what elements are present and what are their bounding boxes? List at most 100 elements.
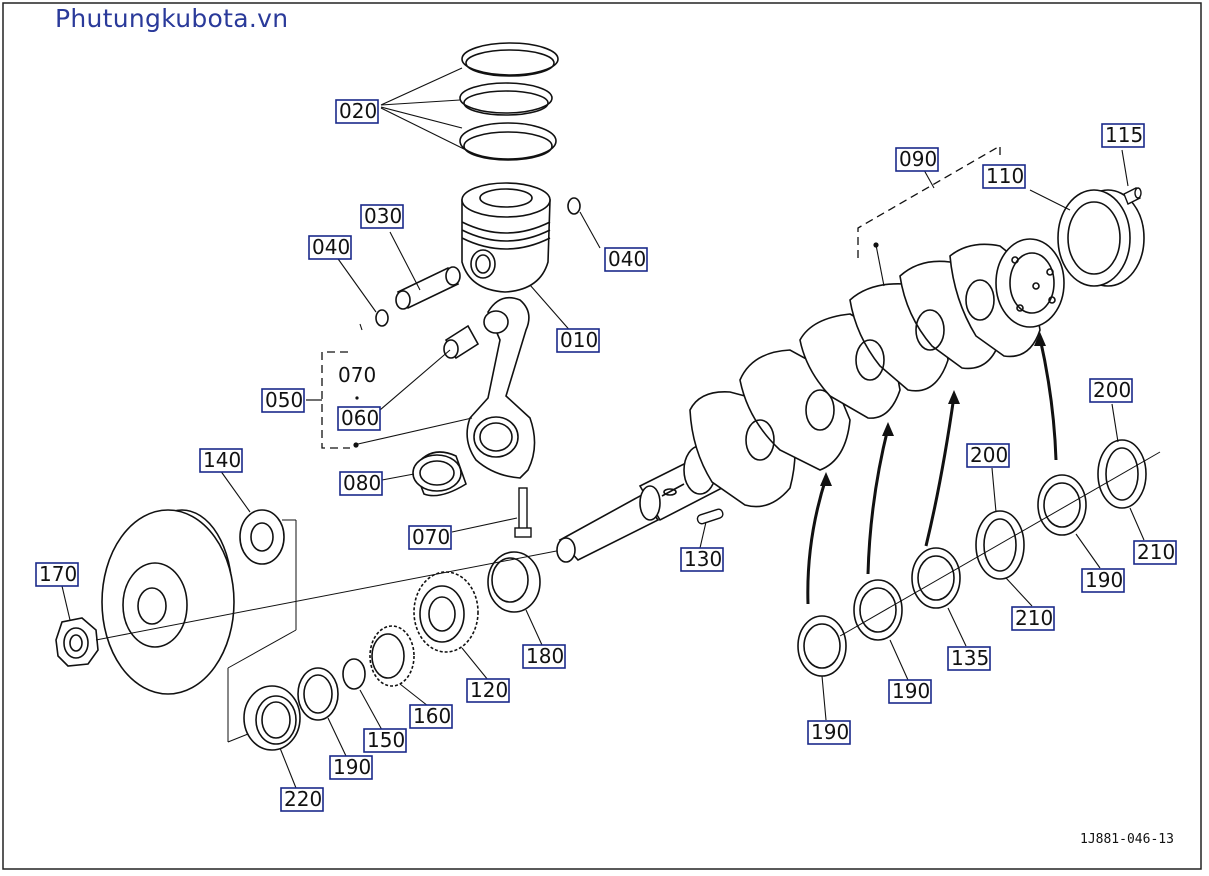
callout-010: 010 [556, 328, 600, 353]
callout-130: 130 [680, 547, 724, 572]
front-leader-lines [61, 469, 543, 789]
key-130-drawing [696, 508, 724, 525]
con-rod-bearing-drawing [412, 451, 467, 497]
assembly-dot [353, 442, 359, 448]
callout-box [1011, 606, 1055, 631]
callout-text: 060 [341, 406, 379, 430]
callout-150: 150 [363, 728, 407, 753]
callout-box [363, 728, 407, 753]
pulley-nut-drawing [55, 617, 99, 667]
callout-190: 190 [329, 755, 373, 780]
callout-text: 040 [312, 235, 350, 259]
callout-110: 110 [982, 164, 1026, 189]
crankshaft-drawing [556, 238, 1065, 563]
callout-text: 220 [284, 787, 322, 811]
rear-oil-seal-drawing [1057, 189, 1145, 287]
callout-text: 010 [560, 328, 598, 352]
callout-text: 140 [203, 448, 241, 472]
shaft-centerline [95, 547, 573, 641]
callout-120: 120 [466, 678, 510, 703]
front-stack-bracket [227, 519, 297, 743]
callout-text: 190 [1085, 568, 1123, 592]
circlip-drawing [375, 197, 581, 327]
callout-170: 170 [35, 562, 79, 587]
gear-135-drawing [369, 625, 415, 687]
callout-box [466, 678, 510, 703]
callout-box [408, 525, 452, 550]
drawing-code: 1J881-046-13 [1080, 832, 1174, 847]
callout-200: 200 [1089, 378, 1133, 403]
callout-text: 090 [899, 147, 937, 171]
collar-150-drawing [297, 667, 339, 721]
callout-box [1081, 568, 1125, 593]
connecting-rod-drawing [466, 296, 536, 479]
crank-assembly-bracket [857, 144, 1001, 258]
callout-080: 080 [339, 471, 383, 496]
callout-box [335, 99, 379, 124]
callout-text: 210 [1015, 606, 1053, 630]
callout-text: 200 [970, 443, 1008, 467]
callout-box [947, 646, 991, 671]
callout-box [966, 443, 1010, 468]
callout-box [329, 755, 373, 780]
callout-060: 060 [337, 406, 381, 431]
con-rod-bolt-drawing [514, 487, 532, 538]
crank-pulley-drawing [101, 509, 235, 695]
callout-text: 135 [951, 646, 989, 670]
callout-220: 220 [280, 787, 324, 812]
callout-box [360, 204, 404, 229]
callout-box [982, 164, 1026, 189]
callout-text: 160 [413, 704, 451, 728]
callout-box [556, 328, 600, 353]
callout-020: 020 [335, 99, 379, 124]
callout-text: 190 [892, 679, 930, 703]
callout-box [199, 448, 243, 473]
callout-030: 030 [360, 204, 404, 229]
callout-190: 190 [807, 720, 851, 745]
crank-leader-lines [699, 149, 1145, 721]
callout-text: 190 [811, 720, 849, 744]
o-ring-160-drawing [342, 658, 366, 690]
callout-box [807, 720, 851, 745]
gear-120-drawing [413, 571, 479, 653]
callout-text: 110 [986, 164, 1024, 188]
callout-box [339, 471, 383, 496]
callout-box [1133, 540, 1177, 565]
callout-text: 120 [470, 678, 508, 702]
callout-180: 180 [522, 644, 566, 669]
small-end-bushing-drawing [443, 324, 480, 360]
callout-text: 170 [39, 562, 77, 586]
callout-text: 180 [526, 644, 564, 668]
callout-text: 130 [684, 547, 722, 571]
callout-box [308, 235, 352, 260]
callout-210: 210 [1133, 540, 1177, 565]
callout-box [888, 679, 932, 704]
callout-box [895, 147, 939, 172]
crank-leader [875, 244, 885, 287]
piston-drawing [461, 182, 551, 293]
callout-box [1101, 123, 1145, 148]
callout-text: 190 [333, 755, 371, 779]
callout-text: 115 [1105, 123, 1143, 147]
callout-090: 090 [895, 147, 939, 172]
callout-135: 135 [947, 646, 991, 671]
callout-box [337, 406, 381, 431]
piston-pin-drawing [395, 266, 461, 310]
callout-text: 030 [364, 204, 402, 228]
main-bearings-drawing [797, 474, 1087, 677]
piston-leader-lines [335, 67, 601, 533]
collar-140-drawing [239, 509, 285, 565]
callout-050: 050 [261, 388, 305, 413]
callout-040: 040 [308, 235, 352, 260]
callout-200: 200 [966, 443, 1010, 468]
callout-box [1089, 378, 1133, 403]
bearing-180-drawing [487, 551, 541, 613]
callout-box [604, 247, 648, 272]
callout-box [35, 562, 79, 587]
callout-text: 040 [608, 247, 646, 271]
assembly-dot [355, 396, 359, 400]
callout-text: 080 [343, 471, 381, 495]
watermark-text: Phutungkubota.vn [55, 4, 289, 33]
